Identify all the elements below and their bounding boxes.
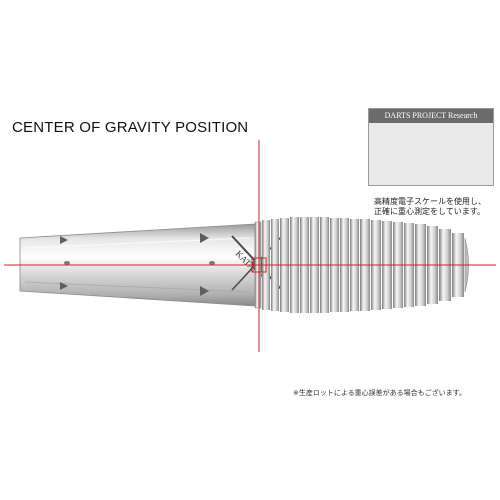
- research-inset: DARTS PROJECT Research: [368, 108, 494, 186]
- groove-dot: [209, 261, 215, 265]
- groove-mark: [200, 286, 209, 296]
- caption-line-2: 正確に重心測定をしています。: [374, 207, 485, 216]
- groove-dot: [64, 261, 70, 265]
- barrel-highlight: [24, 237, 251, 249]
- groove-mark: [60, 282, 68, 290]
- groove-mark: [60, 236, 68, 244]
- production-note: ※生産ロットによる重心誤差がある場合もございます。: [293, 389, 466, 397]
- gravity-center-marker: [251, 257, 267, 273]
- groove-mark: [200, 233, 209, 243]
- caption-line-1: 高精度電子スケールを使用し、: [374, 197, 486, 206]
- chart-title: CENTER OF GRAVITY POSITION: [12, 119, 249, 136]
- inset-banner: DARTS PROJECT Research: [369, 109, 493, 123]
